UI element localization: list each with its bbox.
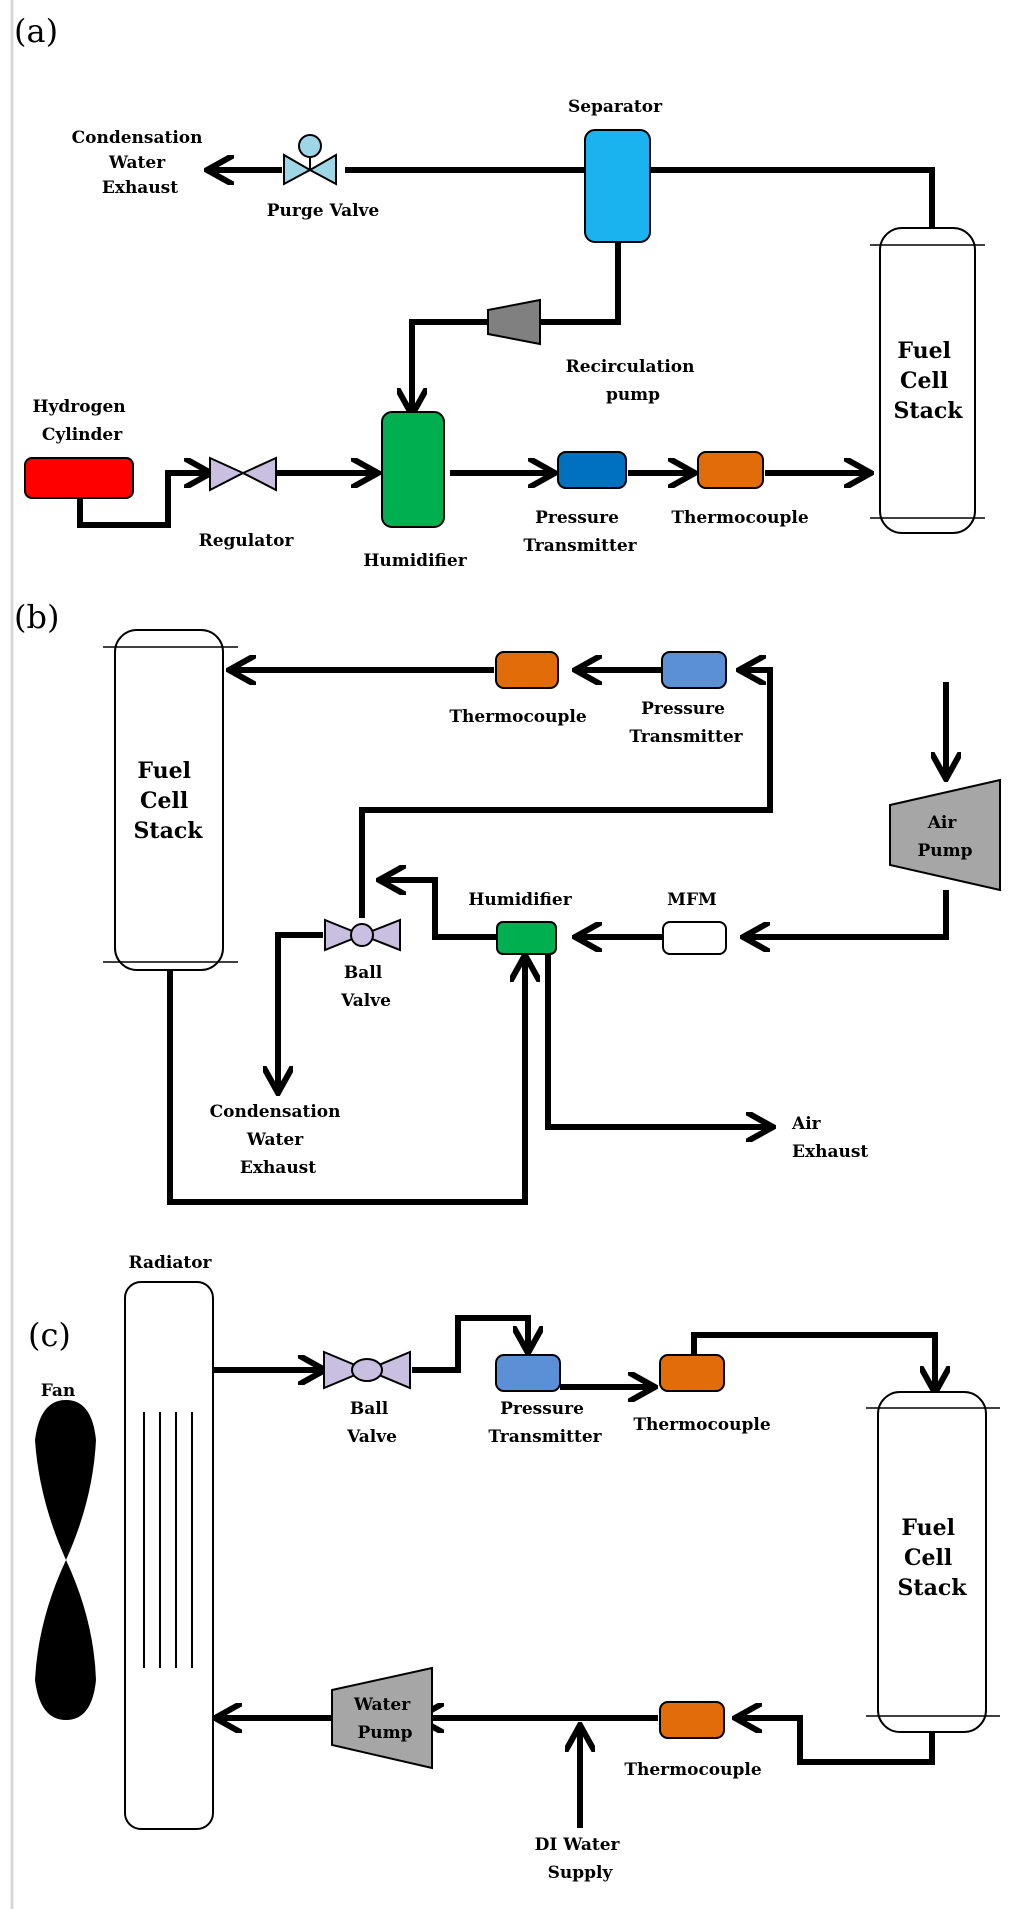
radiator-label: Radiator bbox=[128, 1253, 212, 1273]
fuel-cell-stack-c bbox=[877, 1391, 987, 1733]
thermocouple-c-bottom-label: Thermocouple bbox=[624, 1760, 762, 1780]
pipe-stack-to-separator bbox=[650, 167, 935, 228]
fuel-cell-stack-c-label: Fuel Cell Stack bbox=[898, 1515, 968, 1601]
pipe-loop-to-pressure-b bbox=[359, 670, 773, 918]
pipe-stack-to-thermo-c bbox=[738, 1718, 935, 1765]
pressure-transmitter-c bbox=[495, 1354, 561, 1392]
hydrogen-cylinder bbox=[24, 457, 134, 499]
thermocouple-c-top-label: Thermocouple bbox=[633, 1415, 771, 1435]
panel-a-label: (a) bbox=[14, 12, 58, 50]
panel-c-label: (c) bbox=[28, 1316, 71, 1354]
recirculation-pump-label: Recirculation pump bbox=[566, 357, 701, 405]
ball-valve-c bbox=[323, 1350, 370, 1390]
fan-icon bbox=[35, 1400, 96, 1720]
separator-tank bbox=[584, 129, 651, 243]
ball-valve-c-right bbox=[364, 1350, 411, 1390]
pressure-transmitter-b bbox=[661, 651, 727, 689]
ball-valve-c-label: Ball Valve bbox=[346, 1399, 397, 1447]
ball-valve-b-right bbox=[359, 918, 401, 952]
thermocouple-c-top bbox=[659, 1354, 725, 1392]
water-pump bbox=[331, 1666, 433, 1770]
thermocouple-b-label: Thermocouple bbox=[449, 707, 587, 727]
air-pump-label: Air Pump bbox=[917, 813, 972, 861]
hydrogen-cylinder-label: Hydrogen Cylinder bbox=[32, 397, 131, 445]
pipe-recirc-to-humidifier bbox=[412, 319, 488, 412]
condensation-exhaust-b-label: Condensation Water Exhaust bbox=[210, 1102, 347, 1178]
fuel-cell-stack-b-label: Fuel Cell Stack bbox=[134, 758, 204, 844]
pipe-thermo-to-stack-c bbox=[691, 1332, 935, 1390]
purge-valve-label: Purge Valve bbox=[267, 201, 380, 221]
purge-valve-actuator bbox=[298, 134, 322, 158]
water-pump-label: Water Pump bbox=[353, 1695, 416, 1743]
mfm-label: MFM bbox=[667, 890, 717, 910]
panel-a: (a) Condensation Water bbox=[14, 12, 985, 571]
air-pump bbox=[889, 778, 1001, 892]
panel-c: (c) Radiator Fan bbox=[28, 1253, 1000, 1883]
separator-label: Separator bbox=[568, 97, 663, 117]
humidifier-a-label: Humidifier bbox=[363, 551, 467, 571]
panel-b: (b) Fuel Cell Stack Thermocouple bbox=[14, 598, 1001, 1205]
purge-valve-right bbox=[307, 153, 337, 186]
humidifier-b-label: Humidifier bbox=[468, 890, 572, 910]
purge-valve bbox=[283, 153, 313, 186]
humidifier-a bbox=[381, 411, 445, 528]
pipe-separator-to-recirc bbox=[540, 242, 621, 325]
ball-valve-b-label: Ball Valve bbox=[340, 963, 391, 1011]
thermocouple-c-bottom bbox=[659, 1701, 725, 1739]
recirculation-pump bbox=[487, 298, 541, 346]
ball-valve-b-ball bbox=[350, 923, 374, 947]
di-water-supply-label: DI Water Supply bbox=[535, 1835, 626, 1883]
pipe-humidifier-to-air-exhaust bbox=[545, 955, 770, 1127]
thermocouple-a bbox=[697, 451, 764, 489]
thermocouple-a-label: Thermocouple bbox=[671, 508, 809, 528]
pipe-humidifier-to-ballvalve bbox=[382, 880, 497, 940]
ball-valve-b bbox=[324, 918, 365, 952]
mfm bbox=[662, 921, 727, 955]
radiator bbox=[124, 1281, 214, 1830]
regulator-label: Regulator bbox=[199, 531, 295, 551]
pipe-cylinder-to-regulator bbox=[77, 473, 208, 528]
pipe-stack-to-humidifier-b bbox=[167, 958, 525, 1205]
air-exhaust-label: Air Exhaust bbox=[791, 1114, 868, 1162]
humidifier-b bbox=[496, 921, 557, 955]
pipe-ballvalve-to-condensation bbox=[278, 932, 323, 1090]
regulator-valve bbox=[209, 456, 246, 492]
thermocouple-b bbox=[495, 651, 559, 689]
regulator-valve-right bbox=[240, 456, 277, 492]
pressure-transmitter-b-label: Pressure Transmitter bbox=[629, 699, 743, 747]
panel-b-label: (b) bbox=[14, 598, 59, 636]
fuel-cell-stack-a bbox=[879, 227, 976, 534]
fuel-cell-stack-b bbox=[114, 629, 224, 971]
fuel-cell-stack-a-label: Fuel Cell Stack bbox=[894, 338, 964, 424]
pressure-transmitter-a bbox=[557, 451, 627, 489]
pressure-transmitter-c-label: Pressure Transmitter bbox=[488, 1399, 602, 1447]
ball-valve-c-ball bbox=[351, 1358, 383, 1382]
pipe-ballvalve-to-pressure-c bbox=[412, 1315, 528, 1373]
condensation-exhaust-a-label: Condensation Water Exhaust bbox=[72, 128, 209, 198]
fan-label: Fan bbox=[41, 1381, 76, 1401]
pipe-air-pump-to-mfm bbox=[746, 890, 949, 937]
pressure-transmitter-a-label: Pressure Transmitter bbox=[523, 508, 637, 556]
